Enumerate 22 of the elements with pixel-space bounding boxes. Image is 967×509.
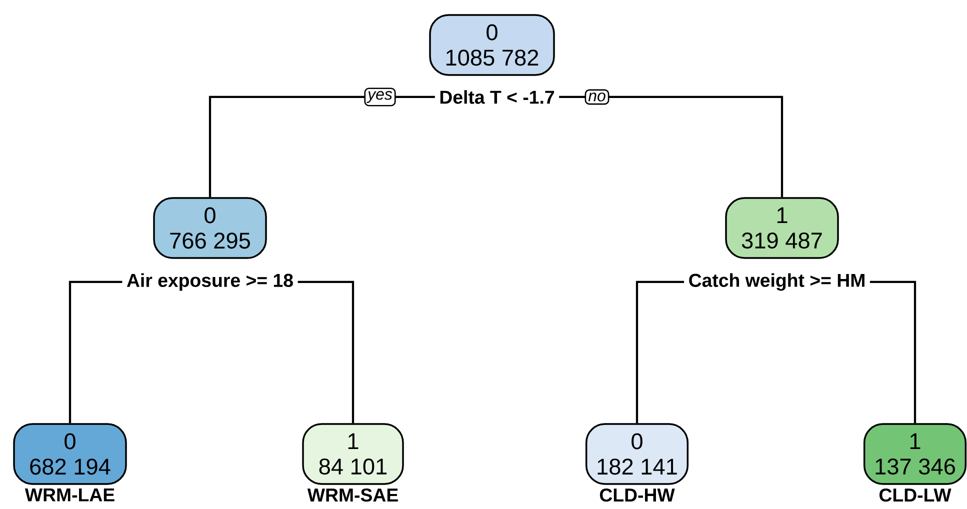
split-label: Air exposure >= 18 bbox=[122, 269, 298, 295]
connector-line bbox=[298, 280, 354, 424]
class-box: 0 682 194 bbox=[13, 423, 127, 485]
class-box: 0 1085 782 bbox=[429, 14, 555, 76]
connector-line bbox=[68, 280, 122, 424]
connector-line bbox=[636, 280, 684, 424]
leaf-label: WRM-LAE bbox=[24, 488, 114, 502]
connector-line bbox=[870, 280, 916, 424]
class-box: 1 84 101 bbox=[302, 423, 404, 485]
leaf-label: CLD-HW bbox=[600, 488, 675, 502]
split-label: Delta T < -1.7 bbox=[435, 86, 559, 108]
connector-line bbox=[208, 96, 435, 198]
class-box: 0 766 295 bbox=[153, 197, 267, 259]
edge-label: yes bbox=[364, 88, 396, 106]
leaf-label: WRM-SAE bbox=[307, 488, 398, 502]
leaf-label: CLD-LW bbox=[880, 488, 952, 502]
connector-line bbox=[559, 96, 784, 198]
class-box: 0 182 141 bbox=[585, 423, 689, 485]
split-label: Catch weight >= HM bbox=[684, 269, 870, 295]
class-box: 1 319 487 bbox=[725, 197, 839, 259]
edge-label: no bbox=[584, 89, 610, 105]
class-box: 1 137 346 bbox=[863, 423, 967, 485]
